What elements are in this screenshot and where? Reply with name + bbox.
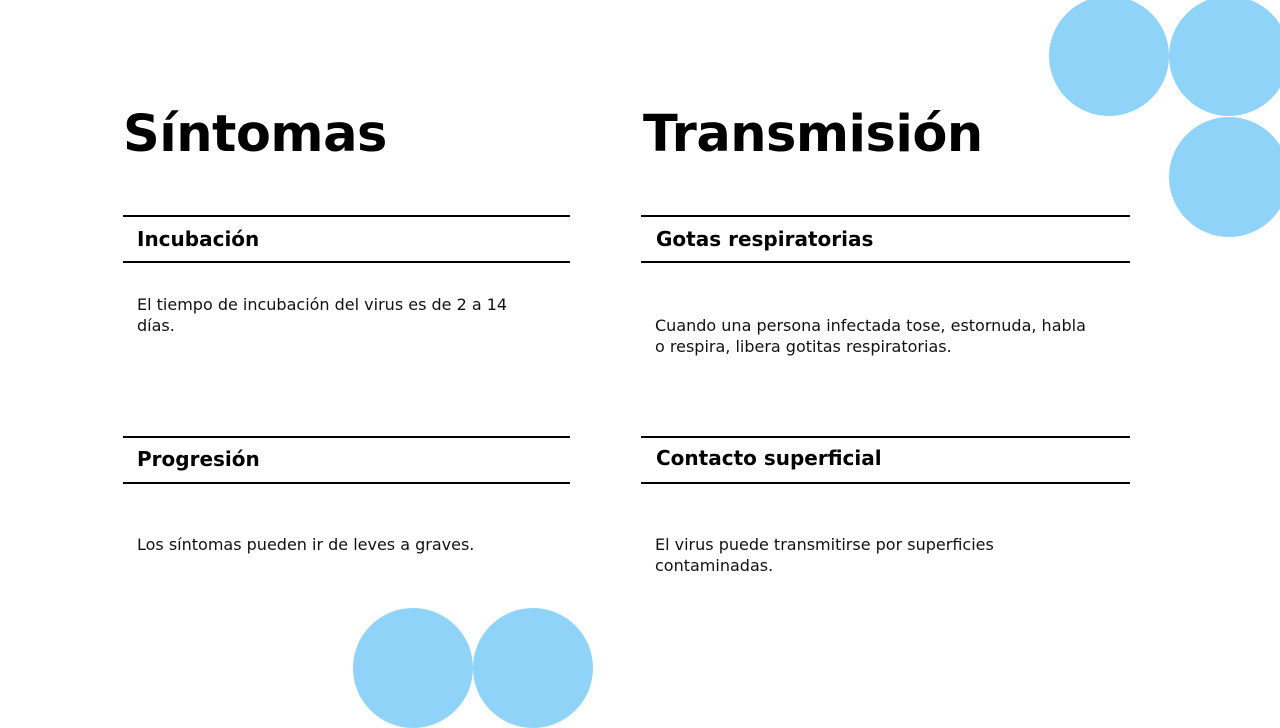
divider — [123, 436, 570, 438]
decorative-circle-bottom-1 — [353, 608, 473, 728]
symptoms-title: Síntomas — [123, 105, 387, 164]
decorative-circle-top-3 — [1169, 117, 1280, 237]
transmission-title: Transmisión — [643, 105, 983, 164]
divider — [123, 482, 570, 484]
divider — [641, 482, 1130, 484]
surface-contact-heading: Contacto superficial — [656, 446, 882, 470]
divider — [123, 215, 570, 217]
decorative-circle-top-1 — [1049, 0, 1169, 116]
divider — [123, 261, 570, 263]
droplets-text: Cuando una persona infectada tose, estor… — [655, 316, 1086, 356]
droplets-heading: Gotas respiratorias — [656, 227, 874, 251]
incubation-heading: Incubación — [137, 227, 260, 251]
progression-text: Los síntomas pueden ir de leves a graves… — [137, 535, 475, 554]
progression-heading: Progresión — [137, 447, 260, 471]
divider — [641, 436, 1130, 438]
surface-contact-text: El virus puede transmitirse por superfic… — [655, 535, 994, 575]
decorative-circle-top-2 — [1169, 0, 1280, 116]
divider — [641, 215, 1130, 217]
divider — [641, 261, 1130, 263]
decorative-circle-bottom-2 — [473, 608, 593, 728]
incubation-text: El tiempo de incubación del virus es de … — [137, 295, 508, 335]
